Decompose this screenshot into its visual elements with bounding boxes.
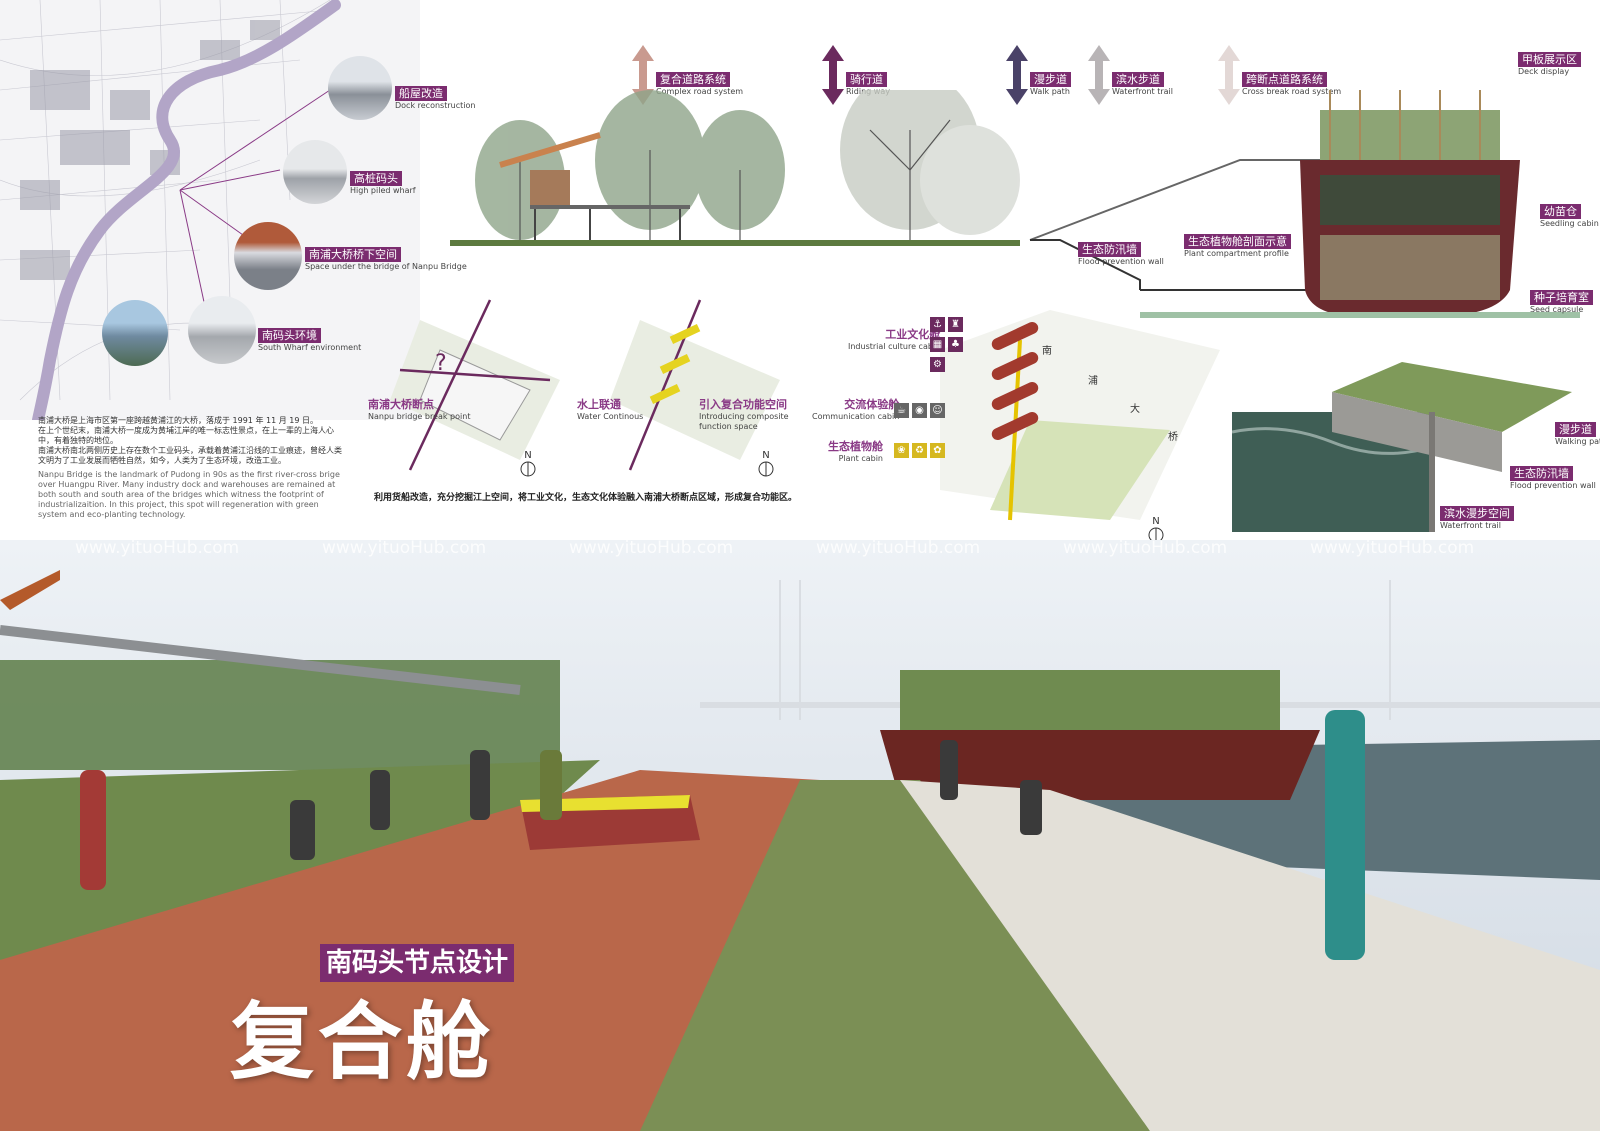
ship-icon: ♣ (948, 337, 963, 352)
legend-walk-path (1006, 45, 1028, 109)
wharf-photo (283, 140, 347, 204)
watermark-3: www.yituoHub.com (569, 538, 734, 558)
bridge-photo-2 (188, 296, 256, 364)
flower-icon: ❀ (894, 443, 909, 458)
map-char-4: 桥 (1168, 432, 1178, 443)
watermark-6: www.yituoHub.com (1310, 538, 1475, 558)
intro-text: 南浦大桥是上海市区第一座跨越黄浦江的大桥，落成于 1991 年 11 月 19 … (38, 416, 342, 519)
dock-photo (328, 56, 392, 120)
legend-road-system (632, 45, 654, 109)
flood-wall-render (1232, 362, 1572, 532)
south-wharf-photo (102, 300, 168, 366)
map-char-2: 浦 (1088, 376, 1098, 387)
map-char-1: 南 (1042, 346, 1052, 357)
bridge-photo (234, 222, 302, 290)
crane-icon: ♜ (948, 317, 963, 332)
legend-cross-break (1218, 45, 1240, 109)
watermark-5: www.yituoHub.com (1063, 538, 1228, 558)
main-title: 复合舱 (230, 993, 495, 1091)
legend-waterfront-trail (1088, 45, 1110, 109)
anchor-icon: ⚓ (930, 317, 945, 332)
people-icon: ☺ (930, 403, 945, 418)
svg-text:?: ? (435, 351, 447, 376)
main-perspective-render (0, 540, 1600, 1131)
site-plan (940, 310, 1220, 521)
cabin-industrial-icons: ⚓♜ ▦♣ ⚙ (930, 312, 970, 372)
subtitle: 南码头节点设计 (320, 944, 515, 982)
recycle-icon: ♻ (912, 443, 927, 458)
plant-icon: ✿ (930, 443, 945, 458)
camera-icon: ◉ (912, 403, 927, 418)
cabin-plant-icons: ❀♻✿ (894, 438, 954, 458)
cabin-communication-icons: ☕◉☺ (894, 398, 954, 418)
section-drawing (450, 90, 1580, 318)
concept-diagram-1: ? (390, 299, 560, 471)
river (32, 0, 341, 420)
north-arrow-1: N (520, 450, 536, 480)
north-arrow-2: N (758, 450, 774, 480)
concept-diagram-2 (610, 299, 780, 471)
coffee-icon: ☕ (894, 403, 909, 418)
watermark-2: www.yituoHub.com (322, 538, 487, 558)
watermark-1: www.yituoHub.com (75, 538, 240, 558)
gear-icon: ⚙ (930, 357, 945, 372)
container-icon: ▦ (930, 337, 945, 352)
watermark-4: www.yituoHub.com (816, 538, 981, 558)
legend-riding-way (822, 45, 844, 109)
diagram-caption: 利用货船改造，充分挖掘江上空间，将工业文化，生态文化体验融入南浦大桥断点区域，形… (374, 493, 798, 503)
map-char-3: 大 (1130, 404, 1140, 415)
